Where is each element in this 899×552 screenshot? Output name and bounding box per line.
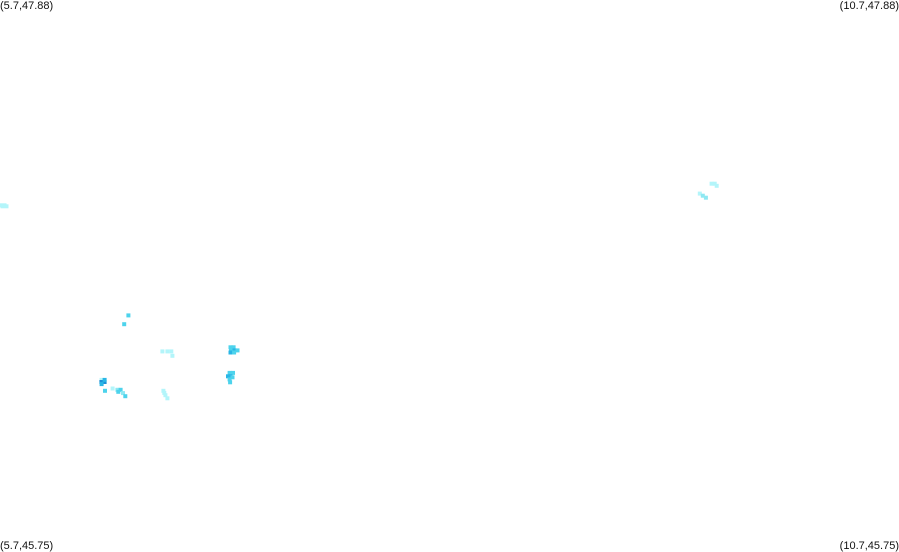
- data-cell: [227, 377, 232, 382]
- data-cell: [116, 389, 121, 394]
- data-cell: [160, 349, 165, 354]
- data-cell: [118, 387, 123, 392]
- data-cell: [4, 204, 9, 209]
- data-cell: [165, 396, 170, 401]
- data-cell: [703, 195, 708, 200]
- data-cell: [227, 370, 232, 375]
- data-cell: [226, 374, 230, 379]
- data-cell: [709, 181, 714, 186]
- data-cell: [123, 394, 128, 399]
- data-cell: [162, 390, 167, 395]
- data-cell: [122, 322, 127, 327]
- data-cell: [228, 380, 233, 385]
- data-cell: [110, 386, 115, 391]
- data-cell: [231, 370, 235, 375]
- data-cell: [103, 388, 107, 393]
- data-cell: [235, 348, 240, 353]
- data-cell: [99, 380, 104, 384]
- data-cell: [170, 353, 175, 358]
- data-cell: [228, 345, 233, 350]
- data-cell: [169, 349, 174, 354]
- data-cell-layer: [0, 181, 719, 401]
- data-cell: [714, 183, 719, 188]
- data-cell: [229, 348, 233, 353]
- data-cell: [228, 350, 233, 355]
- data-cell: [99, 377, 104, 382]
- data-cell: [102, 380, 107, 384]
- data-cell: [697, 191, 702, 196]
- data-cell: [165, 349, 170, 354]
- data-cell: [99, 382, 104, 387]
- data-cell: [712, 181, 717, 186]
- corner-label-top-left: (5.7,47.88): [0, 0, 54, 12]
- data-cell: [232, 348, 237, 353]
- data-cell: [161, 388, 166, 393]
- data-cell: [232, 350, 237, 355]
- data-cell: [230, 375, 235, 380]
- data-cell: [163, 393, 168, 398]
- data-cell: [126, 313, 131, 318]
- data-cell: [121, 391, 125, 396]
- corner-label-top-right: (10.7,47.88): [839, 0, 899, 12]
- data-cell: [231, 345, 236, 350]
- corner-label-bottom-left: (5.7,45.75): [0, 540, 54, 552]
- corner-label-bottom-right: (10.7,45.75): [839, 540, 899, 552]
- data-cell: [700, 193, 705, 198]
- data-cell: [102, 377, 107, 382]
